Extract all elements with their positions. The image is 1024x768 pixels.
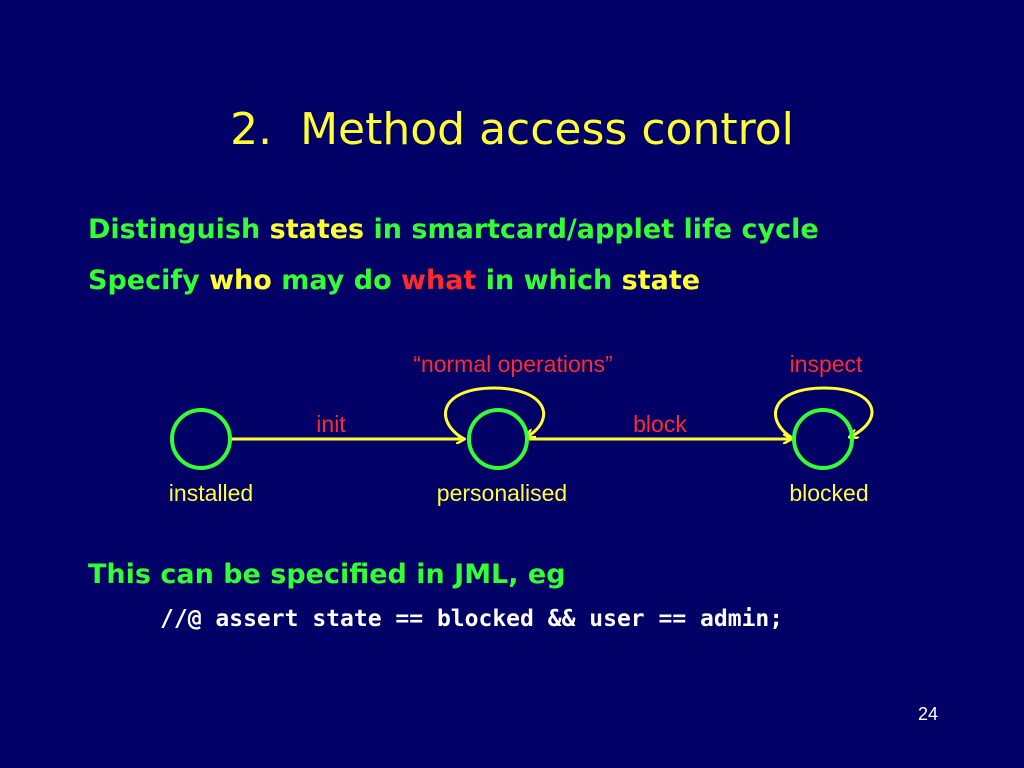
jml-intro-text: This can be specified in JML, eg bbox=[88, 559, 566, 590]
bullet-2-part-6: state bbox=[621, 265, 701, 296]
transition-inspect-loop bbox=[774, 386, 874, 440]
bullet-1-part-2: states bbox=[269, 214, 365, 245]
bullet-distinguish-states: Distinguish states in smartcard/applet l… bbox=[88, 212, 819, 248]
bullet-2-part-1: Specify bbox=[88, 265, 210, 296]
transition-inspect-label: inspect bbox=[790, 351, 863, 377]
state-personalised-node bbox=[467, 408, 529, 470]
bullet-2-part-5: in which bbox=[476, 265, 622, 296]
transition-init-label: init bbox=[316, 411, 346, 437]
page-number: 24 bbox=[917, 704, 938, 724]
bullet-specify-who: Specify who may do what in which state bbox=[88, 263, 700, 299]
transition-normal-operations-loop bbox=[444, 386, 546, 440]
bullet-2-part-3: may do bbox=[271, 265, 402, 296]
state-blocked-label: blocked bbox=[789, 480, 868, 506]
state-personalised-label: personalised bbox=[437, 480, 567, 506]
slide-title: 2. Method access control bbox=[230, 104, 794, 155]
bullet-1-part-3: in smartcard/applet life cycle bbox=[364, 214, 819, 245]
state-blocked-node bbox=[792, 408, 854, 470]
bullet-2-part-2: who bbox=[209, 265, 272, 296]
transition-normal-operations-label: “normal operations” bbox=[413, 351, 612, 377]
jml-code-line: //@ assert state == blocked && user == a… bbox=[160, 606, 784, 632]
state-installed-label: installed bbox=[169, 480, 253, 506]
bullet-2-part-4: what bbox=[401, 265, 477, 296]
bullet-1-part-1: Distinguish bbox=[88, 214, 270, 245]
state-installed-node bbox=[170, 408, 232, 470]
transition-block-label: block bbox=[633, 411, 687, 437]
